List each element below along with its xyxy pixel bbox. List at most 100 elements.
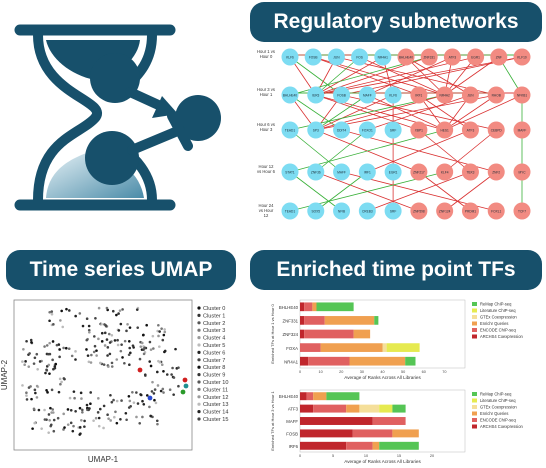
network-edge [418, 94, 471, 131]
umap-point [44, 371, 47, 375]
umap-point [78, 406, 82, 410]
umap-point [117, 329, 121, 332]
umap-point [131, 344, 135, 347]
umap-point [158, 345, 161, 348]
umap-legend-label: Cluster 3 [203, 328, 225, 334]
umap-point [38, 360, 42, 363]
umap-point [136, 326, 140, 329]
umap-legend-marker [197, 380, 201, 384]
network-node-label: ZNF124 [439, 210, 451, 214]
network-node-label: ATF3 [449, 56, 457, 60]
umap-point [87, 324, 91, 328]
tf-legend-label: ENCODE ChIP-seq [480, 418, 516, 423]
umap-point [53, 366, 57, 370]
tf-bar-segment [320, 343, 383, 352]
network-edge [405, 56, 445, 96]
umap-point [58, 348, 61, 351]
umap-point [123, 361, 126, 365]
network-node [420, 48, 438, 66]
umap-point [174, 347, 177, 351]
umap-point [48, 341, 51, 345]
umap-point [135, 391, 138, 394]
network-edge [289, 129, 342, 173]
network-node [436, 86, 454, 104]
umap-point [177, 366, 180, 369]
network-edge [289, 171, 342, 212]
network-node-label: KLF6 [286, 56, 294, 60]
umap-point [170, 373, 173, 376]
umap-point [100, 322, 103, 326]
umap-legend-label: Cluster 1 [203, 313, 225, 319]
network-node [443, 48, 461, 66]
network-node [281, 48, 299, 66]
umap-point [89, 361, 93, 364]
tf-x-tick: 0 [299, 370, 301, 374]
tf-bar-segment [300, 329, 305, 339]
network-node [384, 202, 402, 220]
umap-point [115, 421, 119, 425]
umap-point [156, 422, 159, 426]
umap-point [128, 399, 132, 403]
tf-x-label: Average of Ranks Across All Libraries [344, 375, 421, 380]
network-node [333, 163, 351, 181]
umap-point [98, 407, 102, 411]
umap-legend-label: Cluster 8 [203, 365, 225, 371]
umap-point [24, 360, 27, 363]
network-node-label: ZNF217 [413, 171, 425, 175]
umap-legend-marker [197, 306, 201, 310]
umap-point [71, 429, 75, 433]
tf-bar-segment [326, 392, 360, 401]
umap-point [158, 330, 161, 333]
umap-point [81, 324, 85, 328]
umap-point [157, 334, 160, 338]
umap-point [45, 368, 48, 372]
network-edge [418, 171, 471, 212]
umap-point [74, 358, 77, 361]
umap-point [49, 423, 53, 427]
network-node-label: SP3 [313, 129, 319, 133]
umap-point [74, 350, 77, 353]
umap-point [49, 406, 52, 410]
network-node-label: TEAD1 [285, 129, 296, 133]
network-edge [367, 129, 471, 173]
network-node [358, 202, 376, 220]
network-node-label: TBX3 [466, 171, 474, 175]
umap-point [109, 393, 112, 397]
tf-legend-swatch [472, 321, 477, 326]
umap-point [127, 339, 131, 343]
umap-point [141, 415, 144, 419]
umap-point [106, 413, 109, 416]
network-row-label: Hour 3 vs [257, 87, 275, 92]
network-row-label: vs Hour 6 [257, 169, 276, 174]
umap-point [109, 419, 112, 422]
umap-point [67, 347, 71, 351]
network-node [384, 163, 402, 181]
network-node [410, 121, 428, 139]
tf-bar-segment [304, 329, 354, 339]
network-node-label: EGR1 [389, 171, 398, 175]
umap-point [32, 362, 36, 365]
network-node-label: RHOB [492, 94, 501, 98]
umap-point [62, 346, 65, 350]
umap-point [60, 309, 63, 313]
network-node-label: HES1 [441, 129, 450, 133]
umap-point [125, 418, 128, 422]
umap-point [115, 313, 118, 317]
network-node-label: MAFF [337, 171, 346, 175]
tf-legend-swatch [472, 405, 477, 409]
umap-legend-marker [197, 410, 201, 414]
umap-point [136, 402, 140, 405]
tf-bar-segment [405, 356, 416, 366]
umap-point [138, 357, 142, 361]
network-node-label: FOSB [309, 56, 318, 60]
umap-point [157, 323, 160, 327]
umap-point [83, 425, 86, 428]
umap-point [104, 324, 108, 327]
network-node-label: EGR1 [471, 56, 480, 60]
umap-axes-frame [13, 299, 193, 451]
umap-point [92, 350, 96, 354]
tf-bar-segment [316, 302, 354, 312]
umap-legend-marker [197, 328, 201, 332]
